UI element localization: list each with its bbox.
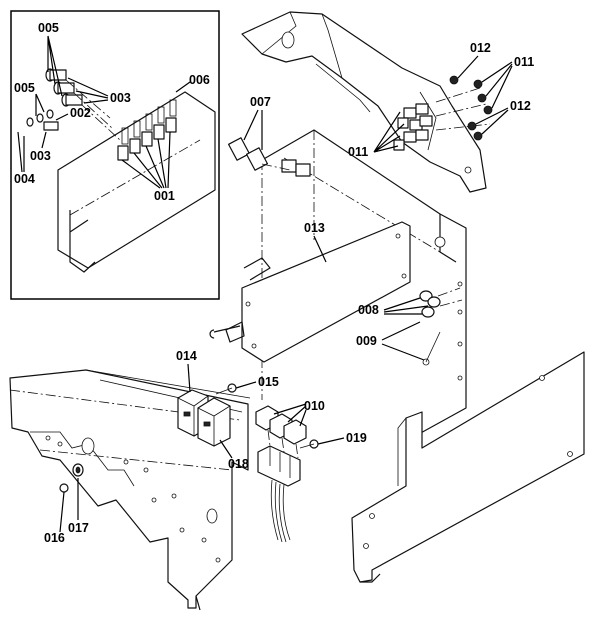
callout-005-left: 005 <box>14 81 35 95</box>
callout-012-right: 012 <box>510 99 531 113</box>
standoffs-008 <box>419 287 463 318</box>
callout-010: 010 <box>304 399 325 413</box>
callout-011-top: 011 <box>514 55 534 69</box>
relay-pair-007 <box>227 137 311 177</box>
callout-005-top: 005 <box>38 21 59 35</box>
inset-switch-row <box>117 99 177 161</box>
circuit-board-013 <box>209 221 411 363</box>
callout-001: 001 <box>154 189 175 203</box>
connectors-010 <box>255 405 307 459</box>
callout-012-top: 012 <box>470 41 491 55</box>
right-side-panel <box>351 351 585 583</box>
screws-012 <box>449 75 493 141</box>
callout-013: 013 <box>304 221 325 235</box>
fasteners-016-017 <box>59 463 84 493</box>
callout-002: 002 <box>70 106 91 120</box>
callout-003-left: 003 <box>30 149 51 163</box>
inset-bracket <box>69 210 96 273</box>
callout-004: 004 <box>14 172 35 186</box>
callout-009: 009 <box>356 334 377 348</box>
screws-009 <box>422 331 441 366</box>
upper-frame <box>241 11 487 193</box>
callout-017: 017 <box>68 521 89 535</box>
callout-006: 006 <box>189 73 210 87</box>
callout-016: 016 <box>44 531 65 545</box>
callout-018: 018 <box>228 457 249 471</box>
main-chassis <box>243 129 467 441</box>
relay-014-018 <box>177 389 231 447</box>
callout-011-left: 011 <box>348 145 368 159</box>
callout-008: 008 <box>358 303 379 317</box>
callout-007: 007 <box>250 95 271 109</box>
callout-014: 014 <box>176 349 197 363</box>
callout-015: 015 <box>258 375 279 389</box>
wire-harness <box>257 445 301 543</box>
connector-block-011 <box>393 87 491 151</box>
screw-019 <box>299 439 319 449</box>
screw-015 <box>215 383 237 395</box>
callout-019: 019 <box>346 431 367 445</box>
callout-003-top: 003 <box>110 91 131 105</box>
inset-detail: 005 005 003 002 003 004 006 001 <box>10 10 220 300</box>
